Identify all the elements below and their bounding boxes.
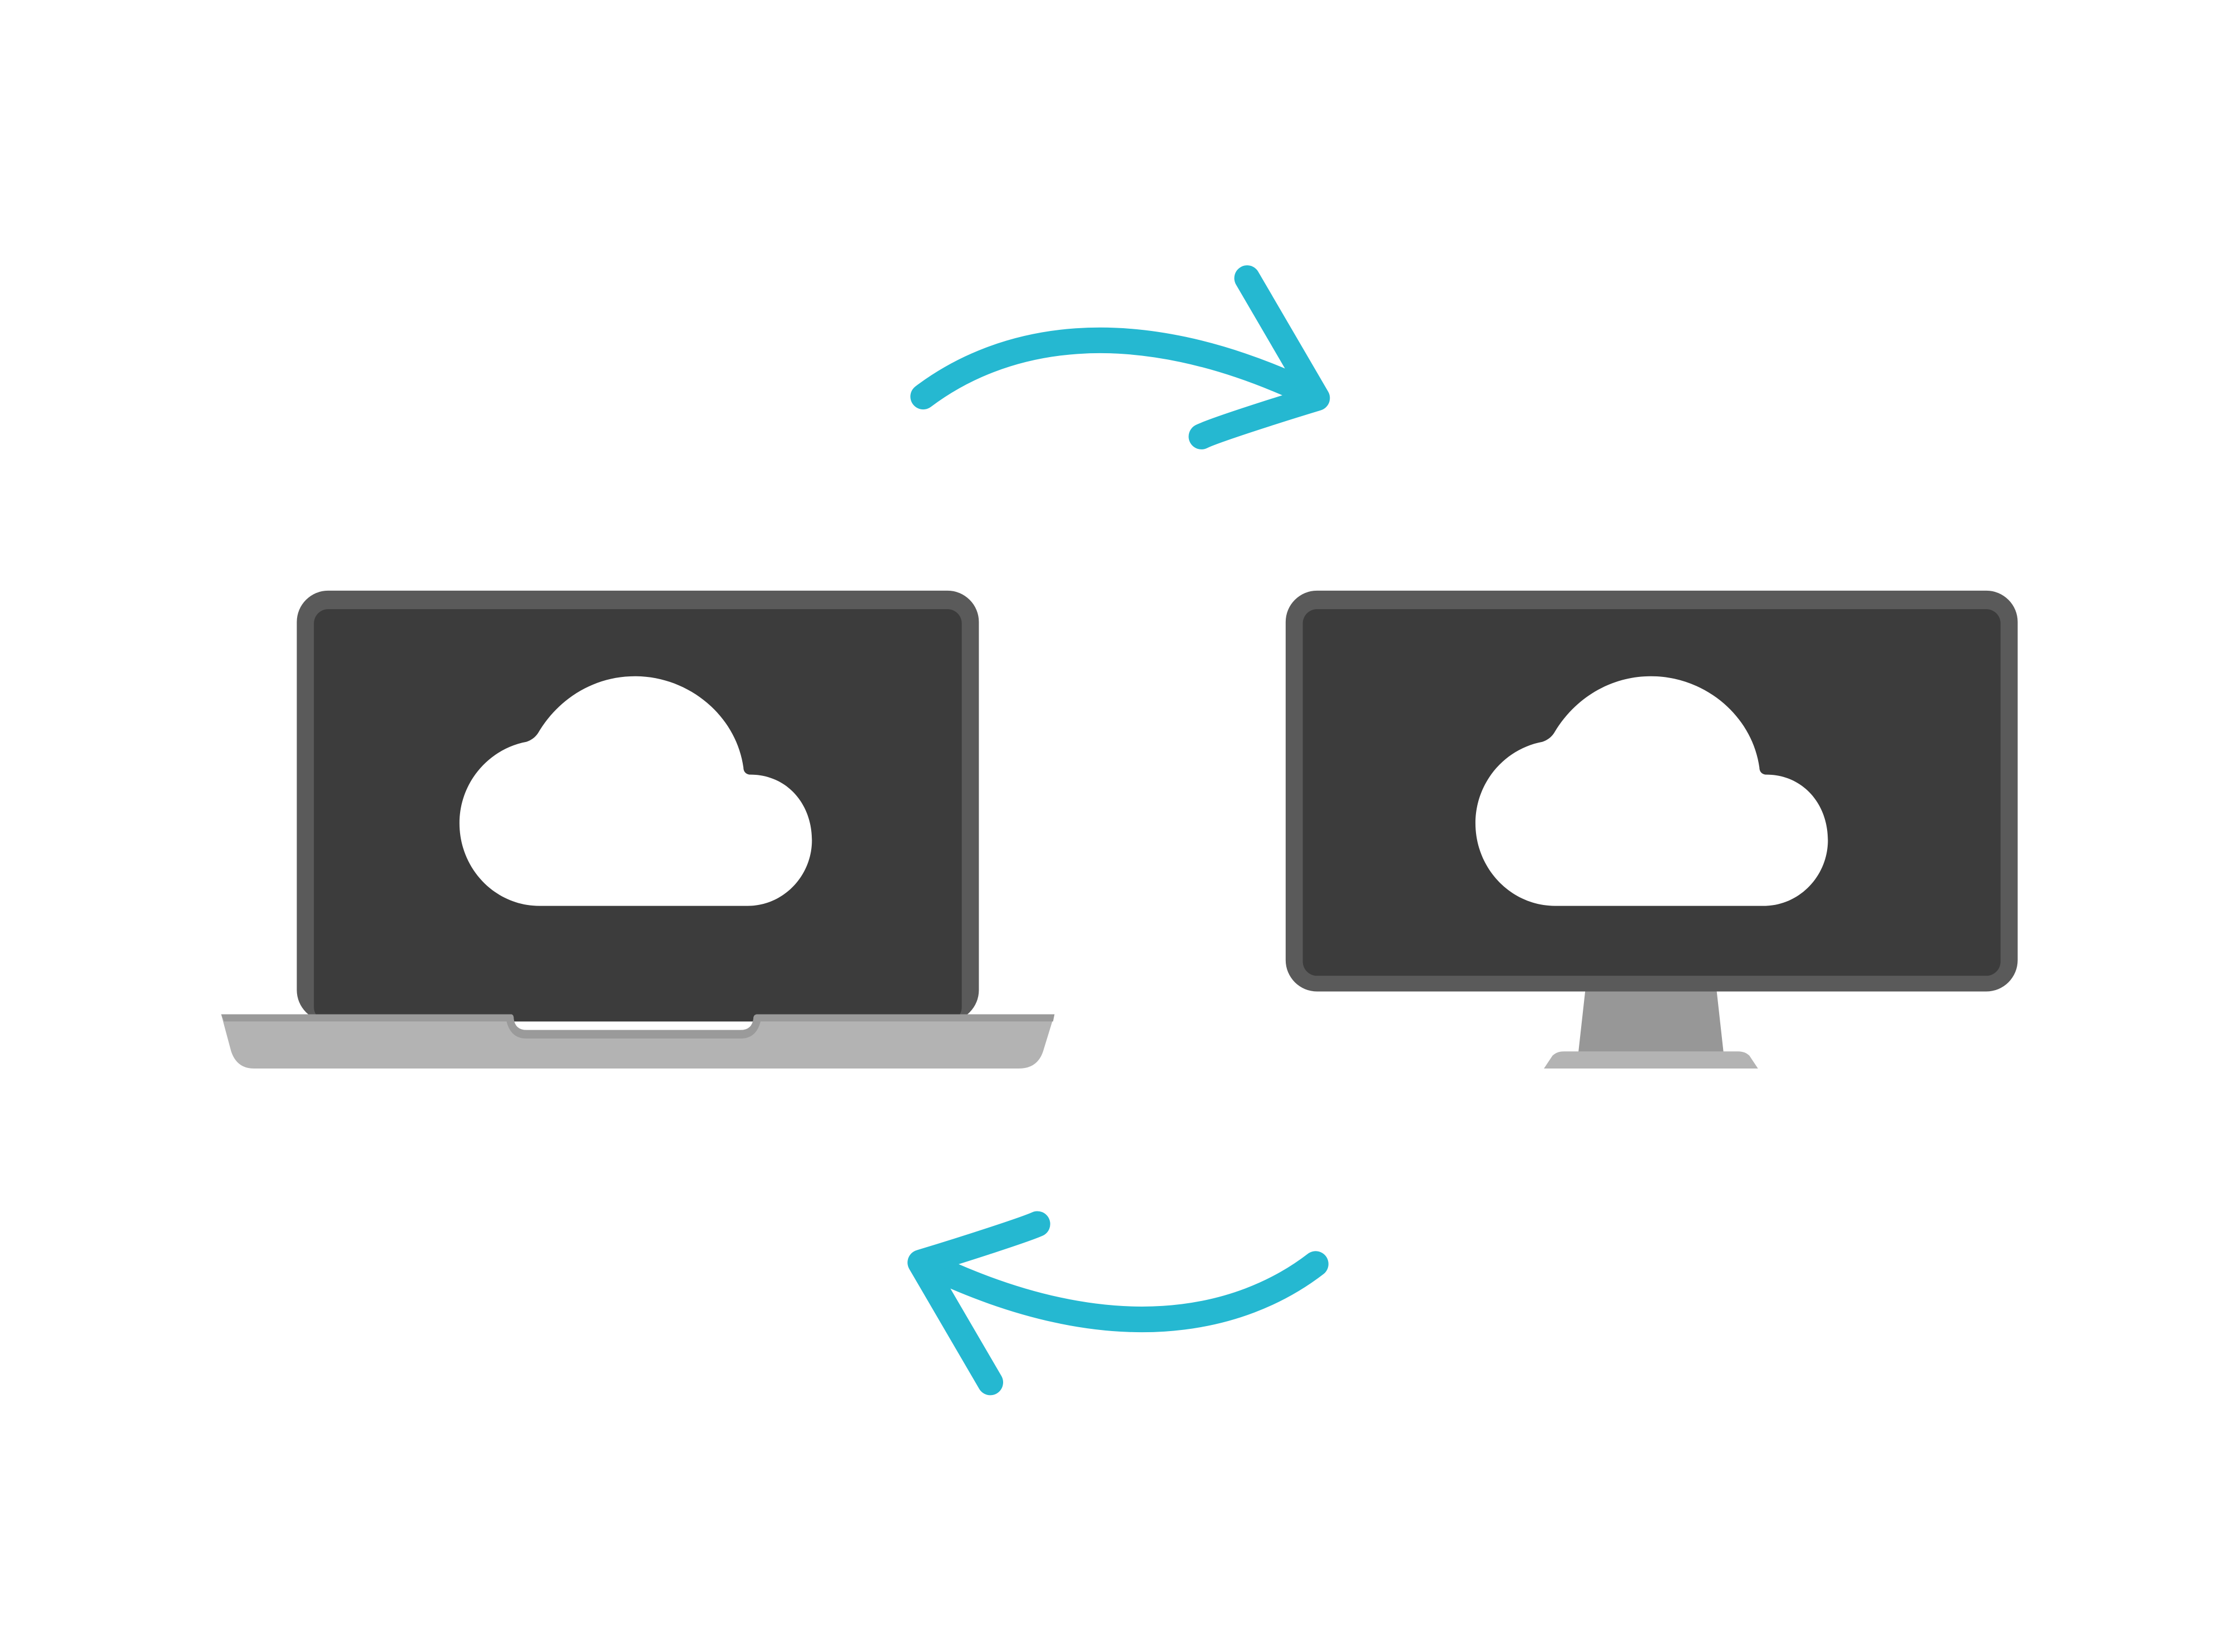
- monitor-stand: [1578, 990, 1724, 1055]
- laptop-base: [221, 1014, 1055, 1069]
- cloud-icon: [1475, 676, 1828, 906]
- laptop-base-edge: [221, 1014, 1055, 1039]
- sync-arrow-right-icon: [910, 265, 1330, 449]
- laptop-icon: [221, 590, 1055, 1069]
- cloud-icon: [459, 676, 812, 906]
- monitor-foot: [1544, 1051, 1758, 1069]
- sync-arrow-left-icon: [907, 1211, 1329, 1396]
- monitor-icon: [1285, 590, 2018, 1069]
